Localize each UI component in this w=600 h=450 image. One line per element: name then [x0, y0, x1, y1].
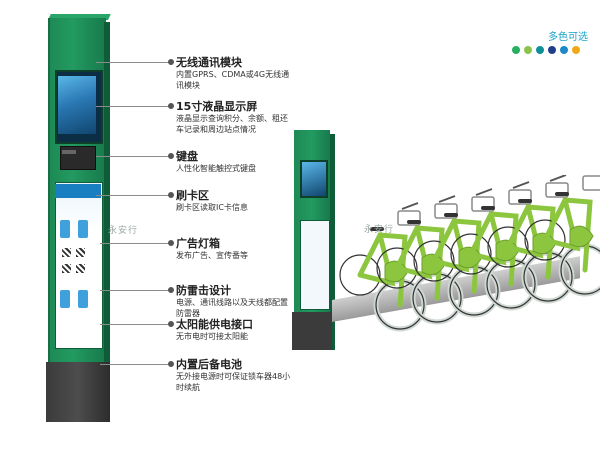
callout-desc: 电源、通讯线路以及天线都配置防雷器 — [176, 298, 288, 318]
ad-phone-graphic — [60, 290, 70, 308]
bike-rear-wheel — [487, 226, 529, 268]
bike-front-wheel — [558, 243, 600, 297]
qr-code-graphic — [62, 248, 71, 257]
color-swatch — [548, 46, 556, 54]
callout-title: 防雷击设计 — [176, 284, 231, 297]
bike-seat — [555, 192, 569, 196]
station-kiosk-base — [292, 312, 332, 350]
bike-rear-wheel — [376, 247, 418, 289]
card-slot — [62, 150, 76, 154]
bike-handlebar — [512, 181, 530, 189]
leader-line — [100, 243, 172, 244]
color-swatch — [524, 46, 532, 54]
callout-keyboard: 键盘 人性化智能触控式键盘 — [176, 150, 291, 174]
callout-title: 刷卡区 — [176, 189, 209, 202]
bike-basket — [508, 189, 532, 205]
callout-backup-battery: 内置后备电池 无外接电源时可保证锁车器48小时续航 — [176, 358, 291, 393]
callout-ad-lightbox: 广告灯箱 发布广告、宣传番等 — [176, 237, 291, 261]
leader-dot — [168, 192, 174, 198]
color-swatch — [572, 46, 580, 54]
callout-title: 15寸液晶显示屏 — [176, 100, 258, 113]
watermark-text: 永安行 — [364, 225, 395, 235]
color-swatch — [536, 46, 544, 54]
bike-seat — [407, 220, 421, 224]
callout-desc: 液晶显示查询积分、余额、租还车记录和周边站点情况 — [176, 114, 288, 134]
leader-line — [100, 324, 172, 325]
bike-fender — [569, 225, 594, 248]
bike-handlebar — [475, 188, 493, 196]
qr-code-graphic — [76, 264, 85, 273]
kiosk-screen — [58, 76, 96, 134]
callout-title: 内置后备电池 — [176, 358, 242, 371]
color-swatches — [512, 46, 580, 54]
bike-rear-wheel — [339, 254, 381, 296]
bike-handlebar — [438, 195, 456, 203]
callout-lcd-screen: 15寸液晶显示屏 液晶显示查询积分、余额、租还车记录和周边站点情况 — [176, 100, 291, 135]
bike-basket — [471, 196, 495, 212]
qr-code-graphic — [76, 248, 85, 257]
qr-code-graphic — [62, 264, 71, 273]
bike-seat — [370, 227, 384, 231]
ad-phone-graphic — [78, 290, 88, 308]
leader-dot — [168, 361, 174, 367]
ad-phone-graphic — [60, 220, 70, 238]
bike-basket — [545, 182, 569, 198]
leader-dot — [168, 321, 174, 327]
bike-rear-wheel — [450, 233, 492, 275]
ad-phone-graphic — [78, 220, 88, 238]
bike-basket — [582, 175, 600, 191]
leader-line — [96, 156, 172, 157]
kiosk-side — [104, 22, 110, 364]
color-swatch — [560, 46, 568, 54]
bike-handlebar — [401, 202, 419, 210]
bike-basket — [434, 203, 458, 219]
callout-desc: 无市电时可接太阳能 — [176, 332, 248, 341]
station-ad-panel — [300, 220, 330, 310]
bikes-graphic — [339, 175, 600, 332]
callout-title: 太阳能供电接口 — [176, 318, 253, 331]
leader-dot — [168, 287, 174, 293]
bike — [524, 175, 600, 297]
bike-seat — [444, 213, 458, 217]
leader-dot — [168, 240, 174, 246]
bike-rear-wheel — [524, 219, 566, 261]
callout-title: 无线通讯模块 — [176, 56, 242, 69]
watermark-text: 永安行 — [108, 226, 139, 236]
colors-title: 多色可选 — [548, 32, 588, 43]
kiosk-base — [46, 362, 110, 422]
leader-dot — [168, 59, 174, 65]
bike-rear-wheel — [413, 240, 455, 282]
callout-desc: 发布广告、宣传番等 — [176, 251, 248, 260]
bike — [450, 181, 538, 311]
color-swatch — [512, 46, 520, 54]
ad-header-strip — [55, 184, 101, 198]
leader-line — [96, 195, 172, 196]
leader-line — [100, 290, 172, 291]
leader-line — [96, 62, 172, 63]
callout-desc: 刷卡区读取IC卡信息 — [176, 203, 248, 212]
callout-solar-interface: 太阳能供电接口 无市电时可接太阳能 — [176, 318, 291, 342]
callout-wireless-module: 无线通讯模块 内置GPRS、CDMA或4G无线通讯模块 — [176, 56, 291, 91]
leader-dot — [168, 103, 174, 109]
leader-dot — [168, 153, 174, 159]
station-kiosk-side — [330, 134, 335, 350]
station-screen — [300, 160, 328, 198]
callout-desc: 人性化智能触控式键盘 — [176, 164, 256, 173]
leader-line — [100, 364, 172, 365]
callout-card-area: 刷卡区 刷卡区读取IC卡信息 — [176, 189, 291, 213]
bike-seat — [518, 199, 532, 203]
callout-title: 广告灯箱 — [176, 237, 220, 250]
callout-lightning-protection: 防雷击设计 电源、通讯线路以及天线都配置防雷器 — [176, 284, 291, 319]
bike-seat — [481, 206, 495, 210]
bike-handlebar — [549, 175, 567, 182]
callout-title: 键盘 — [176, 150, 198, 163]
bike-basket — [397, 210, 421, 226]
callout-desc: 内置GPRS、CDMA或4G无线通讯模块 — [176, 70, 290, 90]
leader-line — [96, 106, 172, 107]
callout-desc: 无外接电源时可保证锁车器48小时续航 — [176, 372, 291, 392]
